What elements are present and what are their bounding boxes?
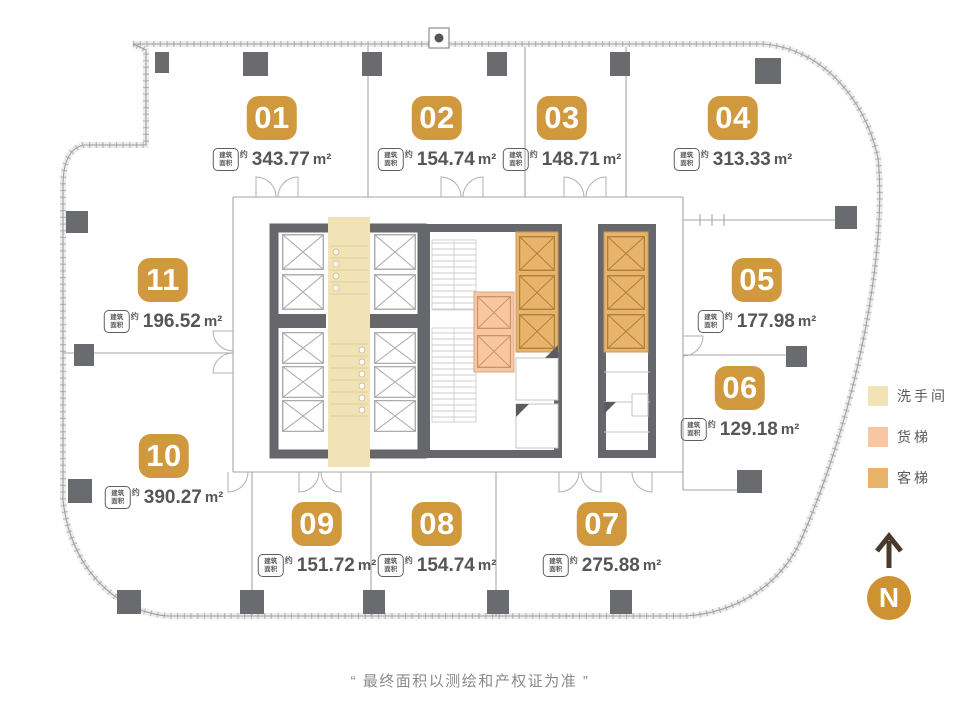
freight-elevator-shafts (473, 291, 515, 373)
area-type-icon: 建筑面积 (103, 310, 130, 333)
unit-08-badge[interactable]: 08 (412, 502, 462, 546)
unit-label-10[interactable]: 10 建筑面积 约 390.27 m² (104, 434, 223, 509)
area-type-icon: 建筑面积 (673, 148, 700, 171)
unit-label-03[interactable]: 03 建筑面积 约 148.71 m² (502, 96, 621, 171)
area-type-icon: 建筑面积 (542, 554, 569, 577)
area-type-icon: 建筑面积 (680, 418, 707, 441)
unit-10-area: 建筑面积 约 390.27 m² (104, 486, 223, 509)
area-type-icon: 建筑面积 (697, 310, 724, 333)
unit-04-badge[interactable]: 04 (708, 96, 758, 140)
unit-label-08[interactable]: 08 建筑面积 约 154.74 m² (377, 502, 496, 577)
legend: 洗手间 货梯 客梯 (868, 386, 948, 509)
unit-02-area: 建筑面积 约 154.74 m² (377, 148, 496, 171)
unit-label-06[interactable]: 06 建筑面积 约 129.18 m² (680, 366, 799, 441)
legend-item-restroom: 洗手间 (868, 386, 948, 406)
passenger-elevator-shafts-east (603, 231, 649, 353)
unit-08-area: 建筑面积 约 154.74 m² (377, 554, 496, 577)
unit-01-area: 建筑面积 约 343.77 m² (212, 148, 331, 171)
unit-03-badge[interactable]: 03 (537, 96, 587, 140)
area-type-icon: 建筑面积 (104, 486, 131, 509)
area-type-icon: 建筑面积 (377, 148, 404, 171)
area-type-icon: 建筑面积 (212, 148, 239, 171)
core-left-block (269, 217, 427, 467)
service-rooms (604, 371, 650, 433)
unit-09-area: 建筑面积 约 151.72 m² (257, 554, 376, 577)
unit-label-09[interactable]: 09 建筑面积 约 151.72 m² (257, 502, 376, 577)
legend-item-freight-elevator: 货梯 (868, 427, 948, 447)
unit-11-area: 建筑面积 约 196.52 m² (103, 310, 222, 333)
core-right-block (598, 224, 656, 458)
disclaimer-text: “ 最终面积以测绘和产权证为准 ” (350, 673, 590, 690)
unit-09-badge[interactable]: 09 (292, 502, 342, 546)
unit-10-badge[interactable]: 10 (139, 434, 189, 478)
unit-05-area: 建筑面积 约 177.98 m² (697, 310, 816, 333)
unit-04-area: 建筑面积 约 313.33 m² (673, 148, 792, 171)
core-middle-block (422, 224, 562, 458)
area-type-icon: 建筑面积 (257, 554, 284, 577)
unit-03-area: 建筑面积 约 148.71 m² (502, 148, 621, 171)
passenger-elevator-shafts-west (515, 231, 559, 353)
unit-06-area: 建筑面积 约 129.18 m² (680, 418, 799, 441)
legend-item-passenger-elevator: 客梯 (868, 468, 948, 488)
north-compass: N (866, 530, 912, 620)
unit-07-area: 建筑面积 约 275.88 m² (542, 554, 661, 577)
unit-label-11[interactable]: 11 建筑面积 约 196.52 m² (103, 258, 222, 333)
unit-label-05[interactable]: 05 建筑面积 约 177.98 m² (697, 258, 816, 333)
unit-label-07[interactable]: 07 建筑面积 约 275.88 m² (542, 502, 661, 577)
unit-label-02[interactable]: 02 建筑面积 约 154.74 m² (377, 96, 496, 171)
door-arcs (212, 176, 704, 493)
unit-label-04[interactable]: 04 建筑面积 约 313.33 m² (673, 96, 792, 171)
restroom-swatch-icon (868, 386, 888, 406)
unit-11-badge[interactable]: 11 (138, 258, 188, 302)
area-type-icon: 建筑面积 (377, 554, 404, 577)
north-label: N (867, 576, 911, 620)
restroom-strip (328, 217, 370, 467)
unit-06-badge[interactable]: 06 (715, 366, 765, 410)
stairs (431, 239, 477, 423)
unit-label-01[interactable]: 01 建筑面积 约 343.77 m² (212, 96, 331, 171)
north-arrow-icon (875, 531, 903, 568)
machine-rooms (515, 345, 559, 449)
unit-02-badge[interactable]: 02 (412, 96, 462, 140)
unit-01-badge[interactable]: 01 (247, 96, 297, 140)
unit-partitions (63, 47, 835, 616)
unit-05-badge[interactable]: 05 (732, 258, 782, 302)
passenger-elevator-swatch-icon (868, 468, 888, 488)
roof-access-detail (428, 27, 450, 49)
area-type-icon: 建筑面积 (502, 148, 529, 171)
structural-columns (66, 52, 857, 614)
freight-elevator-swatch-icon (868, 427, 888, 447)
unit-07-badge[interactable]: 07 (577, 502, 627, 546)
